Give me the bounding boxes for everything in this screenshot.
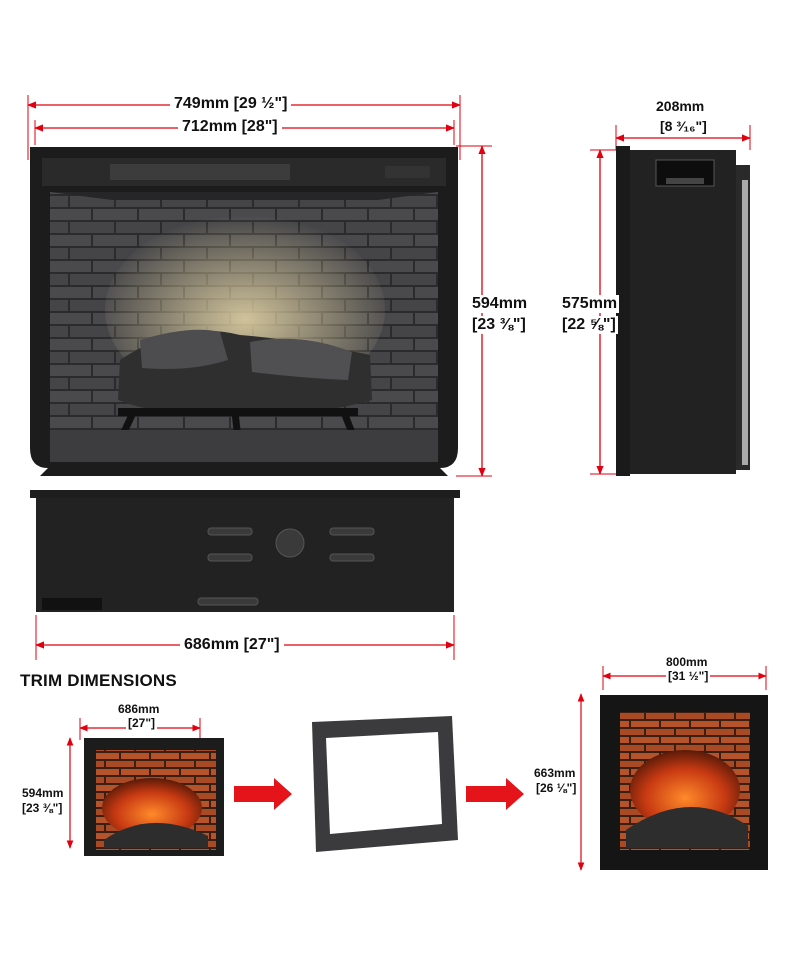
arrow-right-icon xyxy=(466,778,524,810)
trim-finished-photo xyxy=(577,666,768,871)
trim-finished-width-label: 800mm xyxy=(666,655,708,669)
trim-insert-height-inches-label: [23 ⅜"] xyxy=(22,801,63,815)
top-view xyxy=(30,490,460,660)
side-view xyxy=(590,125,751,476)
front-height-inches-label: [23 ⅜"] xyxy=(470,316,528,334)
side-height-inches-label: [22 ⅝"] xyxy=(560,316,618,334)
trim-insert-width-inches-label: [27"] xyxy=(126,716,158,730)
front-overall-width-label: 749mm [29 ½"] xyxy=(170,95,292,113)
trim-insert-width-label: 686mm xyxy=(118,702,160,716)
trim-frame-photo xyxy=(312,716,458,852)
trim-insert-height-label: 594mm xyxy=(22,786,64,800)
front-height-label: 594mm xyxy=(470,295,530,313)
side-height-label: 575mm xyxy=(560,295,620,313)
side-depth-label: 208mm xyxy=(656,98,705,114)
front-inner-width-label: 712mm [28"] xyxy=(178,118,282,136)
trim-insert-photo xyxy=(66,718,224,856)
arrow-right-icon xyxy=(234,778,292,810)
trim-finished-height-label: 663mm xyxy=(534,766,576,780)
trim-dimensions-heading: TRIM DIMENSIONS xyxy=(20,671,177,690)
trim-finished-height-inches-label: [26 ⅛"] xyxy=(536,781,577,795)
trim-finished-width-inches-label: [31 ½"] xyxy=(666,669,711,683)
top-width-label: 686mm [27"] xyxy=(180,636,284,654)
side-depth-inches-label: [8 ³⁄₁₆"] xyxy=(660,118,707,134)
front-view xyxy=(27,95,492,477)
